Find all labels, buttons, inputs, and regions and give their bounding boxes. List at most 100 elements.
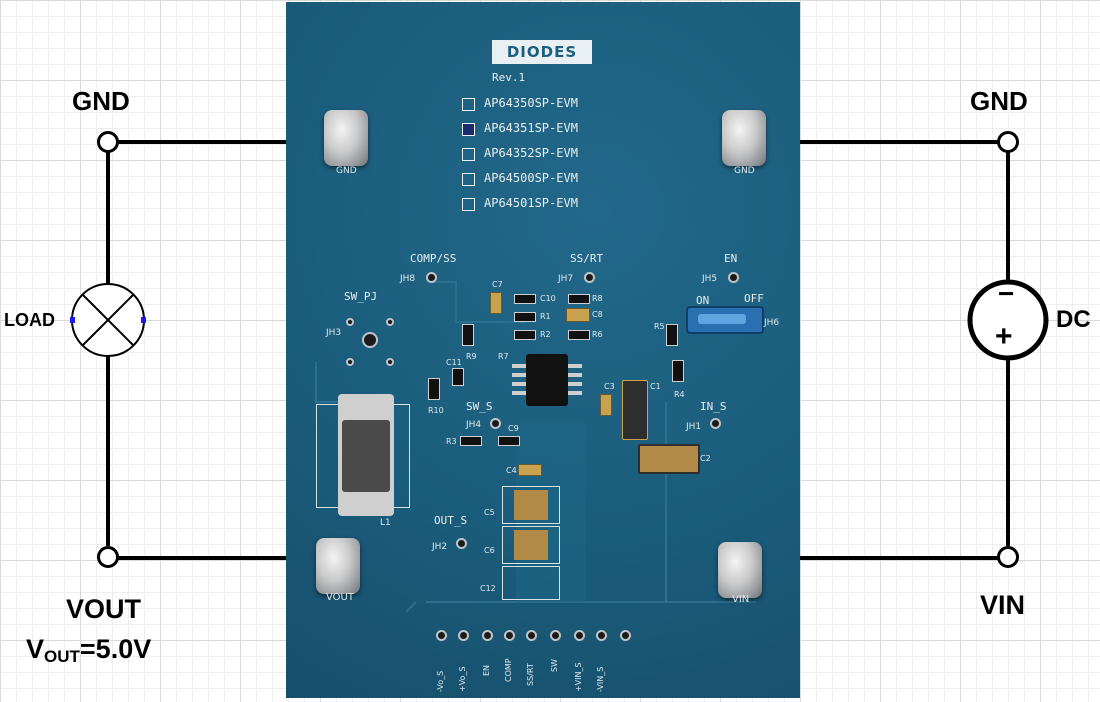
c7-silk: C7 (492, 280, 503, 289)
header-pin-4 (504, 630, 515, 641)
r6-silk: R6 (592, 330, 603, 339)
comp-ss-silk: COMP/SS (410, 252, 457, 265)
cap-c8 (566, 308, 590, 322)
ss-rt-silk: SS/RT (570, 252, 604, 265)
l1-silk: L1 (380, 518, 391, 528)
variant-label-4: AP64500SP-EVM (484, 171, 578, 185)
vout-spec-label: VOUT=5.0V (26, 634, 152, 666)
converter-ic-pins-left (512, 364, 526, 398)
c9-silk: C9 (508, 424, 519, 433)
wire-left-bottom (118, 556, 288, 560)
c11-silk: C11 (446, 358, 462, 367)
vin-standoff (718, 542, 762, 598)
gnd-right-silk: GND (734, 166, 755, 176)
header-pin-1 (436, 630, 447, 641)
gnd-left-silk: GND (336, 166, 357, 176)
jh6-silk: JH6 (764, 318, 780, 328)
res-r4 (672, 360, 684, 382)
r4-silk: R4 (674, 390, 685, 399)
terminal-right-vin (997, 546, 1019, 568)
c12-silk: C12 (480, 584, 496, 593)
c8-silk: C8 (592, 310, 603, 319)
terminal-left-gnd (97, 131, 119, 153)
right-vin-label: VIN (980, 590, 1026, 620)
out-s-silk: OUT_S (434, 514, 468, 527)
terminal-right-gnd (997, 131, 1019, 153)
variant-label-5: AP64501SP-EVM (484, 196, 578, 210)
load-label: LOAD (4, 310, 55, 330)
header-label-3: EN (482, 664, 491, 676)
jh2-testpoint (456, 538, 467, 549)
header-pin-8 (596, 630, 607, 641)
variant-checkbox-1 (462, 98, 475, 111)
c6-outline (502, 526, 560, 564)
off-silk: OFF (744, 292, 764, 305)
res-c9 (498, 436, 520, 446)
c4-silk: C4 (506, 466, 517, 475)
vin-silk: VIN (732, 594, 750, 605)
wire-left-vertical-lower (106, 354, 110, 546)
en-silk: EN (724, 252, 738, 265)
header-pin-6 (550, 630, 561, 641)
res-c11 (452, 368, 464, 386)
res-r1 (514, 312, 536, 322)
jh3-testpoint-3 (346, 358, 354, 366)
cap-c3 (600, 394, 612, 416)
header-pin-2 (458, 630, 469, 641)
r10-silk: R10 (428, 406, 444, 415)
c12-outline (502, 566, 560, 600)
r2-silk: R2 (540, 330, 551, 339)
c1-silk: C1 (650, 382, 661, 391)
wire-right-vertical-lower (1006, 360, 1010, 546)
jh3-testpoint-1 (346, 318, 354, 326)
sw-pj-silk: SW_PJ (344, 290, 378, 303)
left-gnd-label: GND (72, 86, 130, 116)
jh1-silk: JH1 (686, 422, 702, 432)
cap-c4 (518, 464, 542, 476)
res-r8 (568, 294, 590, 304)
variant-checkbox-2 (462, 123, 475, 136)
converter-ic-pins-right (568, 364, 582, 398)
variant-label-2: AP64351SP-EVM (484, 121, 578, 135)
header-pin-9 (620, 630, 631, 641)
variant-checkbox-3 (462, 148, 475, 161)
cap-c5 (514, 490, 548, 520)
c6-silk: C6 (484, 546, 495, 555)
r5-silk: R5 (654, 322, 665, 331)
res-r9 (462, 324, 474, 346)
c10-silk: C10 (540, 294, 556, 303)
header-label-2: +Vo_S (458, 666, 467, 692)
left-vout-label: VOUT (66, 594, 142, 624)
jh3-silk: JH3 (326, 328, 342, 338)
jh5-testpoint (728, 272, 739, 283)
cap-c7 (490, 292, 502, 314)
variant-label-1: AP64350SP-EVM (484, 96, 578, 110)
r7-silk: R7 (498, 352, 509, 361)
c5-silk: C5 (484, 508, 495, 517)
sw-s-silk: SW_S (466, 400, 493, 413)
r1-silk: R1 (540, 312, 551, 321)
dc-minus-sign: − (998, 278, 1015, 309)
header-label-4: COMP (504, 658, 513, 682)
jh3-testpoint-center (362, 332, 378, 348)
evaluation-board: DIODES Rev.1 AP64350SP-EVM AP64351SP-EVM… (286, 2, 800, 698)
dc-plus-sign: + (995, 320, 1013, 353)
c2-silk: C2 (700, 454, 711, 463)
gnd-right-standoff (722, 110, 766, 166)
header-label-5: SS/RT (526, 663, 535, 686)
c5-outline (502, 486, 560, 524)
variant-label-3: AP64352SP-EVM (484, 146, 578, 160)
on-silk: ON (696, 294, 710, 307)
jh3-testpoint-4 (386, 358, 394, 366)
res-r6 (568, 330, 590, 340)
c3-silk: C3 (604, 382, 615, 391)
header-label-7: +VIN_S (574, 662, 583, 692)
jh7-silk: JH7 (558, 274, 574, 284)
right-gnd-label: GND (970, 86, 1028, 116)
r8-silk: R8 (592, 294, 603, 303)
wire-right-bottom (800, 556, 998, 560)
res-c10 (514, 294, 536, 304)
jh7-testpoint (584, 272, 595, 283)
header-pin-3 (482, 630, 493, 641)
